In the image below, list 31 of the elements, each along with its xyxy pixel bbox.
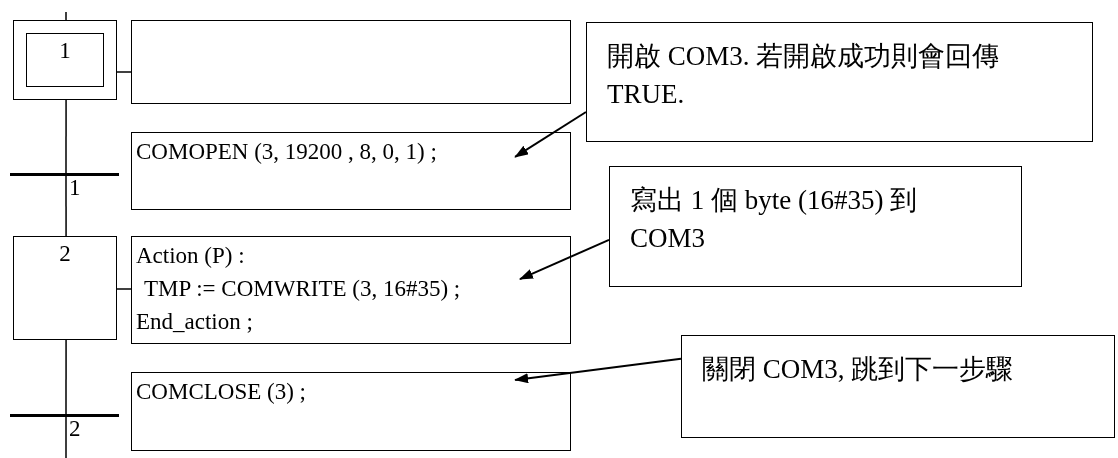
callout-text: 關閉 COM3, 跳到下一步驟: [702, 353, 1015, 386]
connector-line: [116, 288, 132, 290]
transition-number: 1: [69, 175, 81, 201]
action-box: [131, 132, 571, 210]
action-box: [131, 20, 571, 104]
callout-box: [609, 166, 1022, 287]
action-box: [131, 236, 571, 344]
step-number: 2: [59, 240, 71, 268]
code-line: Action (P) :: [136, 242, 245, 270]
step-number: 1: [59, 37, 71, 65]
code-line: COMCLOSE (3) ;: [136, 378, 306, 406]
connector-line: [65, 175, 67, 237]
code-line: TMP := COMWRITE (3, 16#35) ;: [143, 275, 461, 303]
connector-line: [65, 11, 67, 21]
action-box: [131, 372, 571, 451]
callout-box: [681, 335, 1115, 438]
connector-line: [116, 71, 132, 73]
connector-line: [65, 99, 67, 174]
arrow: [514, 357, 682, 384]
arrow: [518, 238, 610, 281]
callout-text: 開啟 COM3. 若開啟成功則會回傳 TRUE.: [607, 40, 1001, 111]
connector-line: [65, 339, 67, 415]
connector-line: [65, 416, 67, 458]
callout-text: 寫出 1 個 byte (16#35) 到 COM3: [630, 184, 919, 255]
code-line: COMOPEN (3, 19200 , 8, 0, 1) ;: [136, 138, 437, 166]
step-box: [13, 236, 117, 340]
arrow: [514, 111, 587, 158]
code-line: End_action ;: [136, 308, 253, 336]
transition-number: 2: [69, 416, 81, 442]
initial-step-box: [13, 20, 117, 100]
callout-box: [586, 22, 1093, 142]
